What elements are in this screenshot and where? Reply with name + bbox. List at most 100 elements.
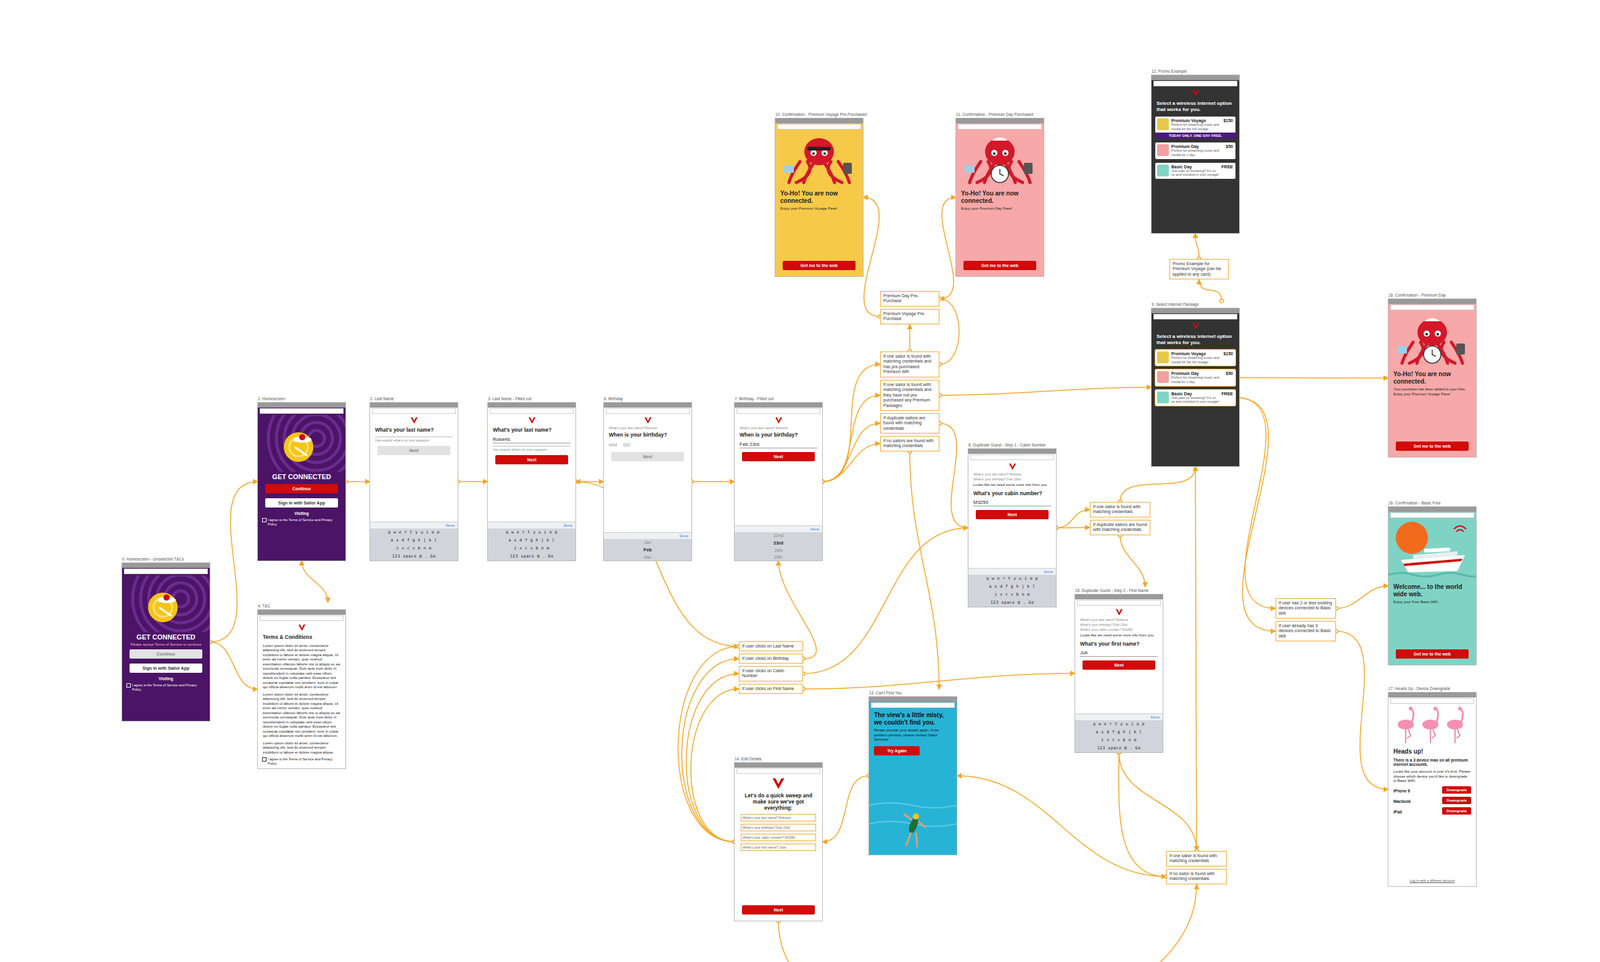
phone-screen: 14. Edit DetailsLet's do a quick sweep a… <box>734 762 823 921</box>
flow-connector <box>939 197 957 299</box>
label-text: Yo-Ho! You are now connected. <box>1393 370 1472 385</box>
phone-screen: 16. Confirmation - Premium DayYo-Ho! You… <box>1388 299 1477 458</box>
label-text: If one sailor is found with matching cre… <box>1092 504 1148 516</box>
keyboard-toolbar: Done <box>968 568 1056 575</box>
option-name: Premium Voyage <box>1171 351 1220 356</box>
flow-connector <box>457 481 488 483</box>
label-text: When is your birthday? <box>608 432 687 439</box>
illustration <box>1388 311 1477 369</box>
label-text: Looks like your account is over it's lim… <box>1393 769 1472 784</box>
phone-screen: 9. Select Internet PackageSelect a wirel… <box>1151 308 1240 467</box>
screen-caption: 7. Birthday - Filled out <box>734 396 774 401</box>
condition-box: If no sailor is found with matching cred… <box>1166 869 1227 885</box>
option-name: Basic Day <box>1171 391 1220 396</box>
label-text: If no sailor is found with matching cred… <box>1169 871 1224 883</box>
flow-connector <box>939 387 1152 396</box>
keyboard-row: 123 space @ . Go <box>370 552 458 561</box>
disabled-button: Continue <box>129 649 203 659</box>
label-text: Looks like we need some more info from y… <box>1080 633 1158 639</box>
label-text: If user already has 3 devices connected … <box>1278 623 1333 640</box>
screen-caption: 0. Homescreen - Unselected T&Cs <box>122 556 184 562</box>
option-card: Premium Day$50Perfect for streaming musi… <box>1155 142 1236 159</box>
label-text: If one sailor is found with matching cre… <box>883 382 937 409</box>
phone-screen: 2. Last NameWhat's your last name?Use ex… <box>370 402 458 561</box>
option-name: Premium Voyage <box>1171 118 1220 123</box>
screen-caption: 16. Confirmation - Premium Day <box>1388 292 1446 298</box>
flow-connector <box>677 646 739 842</box>
option-price: $50 <box>1225 144 1233 149</box>
keyboard-row: q w e r t y u i o p <box>487 528 576 537</box>
label-text: GET CONNECTED <box>125 633 207 641</box>
flow-connector <box>681 658 739 842</box>
keyboard-row: z x c v b n m <box>487 544 576 553</box>
phone-screen: 4. T&CTerms & ConditionsLorem ipsum dolo… <box>257 610 346 769</box>
flow-connector <box>1235 377 1389 379</box>
flow-connector <box>822 395 881 482</box>
label-text: If one sailor is found with matching cre… <box>1169 853 1224 865</box>
label-text: Select a wireless internet option that w… <box>1156 100 1235 113</box>
flow-connector <box>1118 752 1197 852</box>
label-text: Enjoy your Premium Day Pass! <box>960 206 1039 212</box>
label-text: I agree to the Terms of Service and Priv… <box>131 683 207 692</box>
status-bar <box>1388 299 1477 305</box>
brand-logo <box>734 776 823 791</box>
keyboard-toolbar: Done <box>603 532 692 540</box>
status-bar <box>370 402 458 408</box>
flow-connector <box>1199 279 1222 302</box>
flow-connector <box>690 688 739 842</box>
option-name: Premium Day <box>1171 144 1220 149</box>
status-bar <box>603 402 692 408</box>
label-text: What's your cabin number? M3250 <box>1080 627 1158 632</box>
screen-caption: 6. Birthday <box>603 396 623 401</box>
brand-logo <box>1151 88 1240 97</box>
condition-box: If one sailor is found with matching cre… <box>1089 502 1151 518</box>
label-text: What's your birthday? Feb 23rd <box>740 824 817 832</box>
label-text: Let's do a quick sweep and make sure we'… <box>740 793 817 812</box>
keyboard-row: z x c v b n m <box>968 590 1056 599</box>
url-bar <box>1153 80 1238 87</box>
condition-box: If duplicate sailors are found with matc… <box>1089 519 1151 536</box>
label-text: MM DD <box>608 442 687 448</box>
keyboard-row: q w e r t y u i o p <box>968 574 1056 583</box>
brand-logo <box>1151 321 1240 330</box>
brand-logo <box>370 416 458 425</box>
label-text: Looks like we need some more info from y… <box>973 482 1052 488</box>
url-bar <box>259 408 344 414</box>
url-bar <box>970 454 1055 461</box>
option-icon <box>1157 351 1169 364</box>
label-text: If no sailors are found with matching cr… <box>883 438 937 450</box>
option-icon <box>1157 118 1169 131</box>
button: Next <box>1082 660 1156 670</box>
picker-row: 22nd <box>734 532 823 540</box>
option-icon <box>1157 371 1169 384</box>
label-text: The view's a little misty, we couldn't f… <box>874 711 952 726</box>
button: Continue <box>265 484 339 494</box>
status-bar <box>1075 594 1163 600</box>
brand-logo <box>257 623 346 632</box>
button: Next <box>495 455 569 465</box>
label-text: Lorem ipsum dolor sit amet, consectetur … <box>262 692 341 739</box>
status-bar <box>968 449 1056 454</box>
label-text: Juli <box>1080 650 1158 657</box>
label-text: Select a wireless internet option that w… <box>1156 333 1235 346</box>
button: Next <box>742 452 815 462</box>
label-text: Enjoy your Premium Voyage Pass! <box>780 206 858 212</box>
phone-screen: 16. Confirmation - Basic FreeWelcome... … <box>1388 507 1477 665</box>
label-text: There is a 3 device max on all premium i… <box>1393 758 1472 768</box>
keyboard-row: q w e r t y u i o p <box>1075 720 1163 729</box>
phone-screen: 15. Duplicate Guest - Step 2 - First Nam… <box>1075 594 1163 753</box>
brand-logo <box>487 416 576 425</box>
picker-row: Mar <box>603 553 692 561</box>
option-icon <box>1157 391 1169 404</box>
url-bar <box>957 123 1042 130</box>
brand-logo <box>734 416 823 425</box>
phone-screen: 3. Last Name - Filled outWhat's your las… <box>487 402 576 561</box>
flow-connector <box>803 527 969 674</box>
button: Get me to the web <box>782 260 856 271</box>
button: Next <box>742 905 815 915</box>
option-description: Perfect for streaming music and media fo… <box>1171 355 1220 364</box>
label-text: Visiting <box>125 676 207 681</box>
condition-box: Promo Example for Premium Voyage (can be… <box>1169 259 1229 280</box>
brand-logo <box>1075 608 1163 617</box>
keyboard-row: a s d f g h j k l <box>968 582 1056 591</box>
